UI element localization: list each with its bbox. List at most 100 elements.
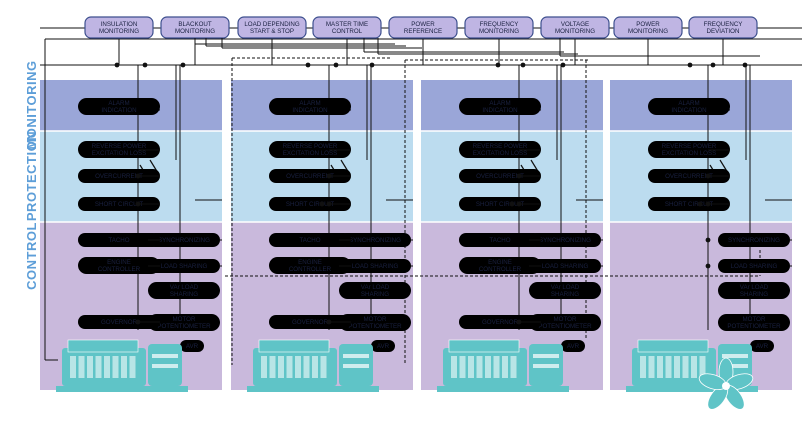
engine-head: [258, 339, 330, 353]
side-label-control: CONTROL: [24, 222, 39, 290]
panel-3-avr-box: AVR: [561, 340, 585, 352]
top-function-box-7-frame: [540, 16, 610, 39]
panel-3-motor-potentiometer-box-label: MOTOR: [554, 316, 577, 323]
top-function-box-9-label: DEVIATION: [707, 28, 740, 35]
panel-2-alarm-indication-frame: [269, 98, 351, 115]
engine-cylinder: [468, 356, 474, 378]
junction-dot: [333, 62, 339, 68]
junction-dot: [742, 62, 748, 68]
engine-base: [626, 386, 758, 392]
panel-2-var-load-sharing-box-label: SHARING: [361, 291, 389, 298]
panel-1-tacho-box: TACHO: [78, 233, 160, 247]
panel-3-tacho-box-label: TACHO: [489, 237, 510, 244]
panel-1-load-sharing-box-label: LOAD SHARING: [161, 263, 208, 270]
panel-2-motor-potentiometer-box-label: MOTOR: [364, 316, 387, 323]
panel-1-load-sharing-box-frame: [148, 259, 220, 273]
panel-2-reverse-power-box-frame: [269, 141, 351, 158]
panel-3-overcurrent-box-label: OVERCURRENT: [476, 173, 524, 180]
panel-2-engine-controller-box-label: CONTROLLER: [289, 266, 332, 273]
top-function-box-7-label: VOLTAGE: [561, 21, 589, 28]
panel-2-tacho-box: TACHO: [269, 233, 351, 247]
panel-2-tacho-box-label: TACHO: [299, 237, 320, 244]
panel-2-tacho-box-frame: [269, 233, 351, 247]
panel-4-reverse-power-box-label: REVERSE POWER: [662, 143, 717, 150]
engine-base: [437, 386, 569, 392]
junction-dot: [326, 319, 332, 325]
junction-dot: [687, 62, 693, 68]
panel-4-alarm-indication-frame: [648, 98, 730, 115]
engine-cylinder: [295, 356, 301, 378]
panel-4-gas-turbine-icon: [626, 339, 758, 392]
panel-4-avr-box: AVR: [750, 340, 774, 352]
engine-cylinder: [278, 356, 284, 378]
panel-4-avr-box-label: AVR: [756, 343, 769, 350]
engine-cylinder: [451, 356, 457, 378]
engine-cylinder: [493, 356, 500, 378]
panel-3-alarm-indication-label: ALARM: [489, 100, 510, 107]
panel-4-var-load-sharing-box-frame: [718, 282, 790, 299]
panel-4-motor-potentiometer-box-frame: [718, 314, 790, 331]
panel-3-load-sharing-box-label: LOAD SHARING: [542, 263, 589, 270]
panel-3-short-circuit-box: SHORT CIRCUIT: [459, 197, 541, 211]
top-function-box-8-label: POWER: [636, 21, 660, 28]
engine-cylinder: [476, 356, 483, 378]
propeller-hub: [722, 382, 730, 390]
panel-4-motor-potentiometer-box-label: MOTOR: [743, 316, 766, 323]
engine-base: [247, 386, 379, 392]
engine-cylinder: [269, 356, 276, 378]
panel-2-engine-controller-box-frame: [269, 257, 351, 274]
top-function-box-8-label: MONITORING: [628, 28, 668, 35]
panel-2-short-circuit-box-label: SHORT CIRCUIT: [286, 201, 334, 208]
panel-4-short-circuit-box: SHORT CIRCUIT: [648, 197, 730, 211]
panel-3-overcurrent-box: OVERCURRENT: [459, 169, 541, 183]
panel-1-alarm-indication-frame: [78, 98, 160, 115]
generator-vent: [722, 354, 748, 358]
panel-2-governor-box: GOVERNOR: [269, 315, 351, 329]
panel-1-governor-box-label: GOVERNOR: [101, 319, 138, 326]
panel-3-motor-potentiometer-box-frame: [529, 314, 601, 331]
panel-1-reverse-power-box-frame: [78, 141, 160, 158]
top-function-box-5-label: POWER: [411, 21, 435, 28]
panel-2-synchronizing-box-frame: [339, 233, 411, 247]
panel-2-reverse-power-box-label: EXCITATION LOSS: [283, 150, 337, 157]
engine-cylinder: [312, 356, 318, 378]
junction-dot: [369, 62, 375, 68]
panel-3-tacho-box: TACHO: [459, 233, 541, 247]
top-function-box-4-label: MASTER TIME: [326, 21, 368, 28]
engine-cylinder: [78, 356, 85, 378]
panel-1-motor-potentiometer-box-label: POTENTIOMETER: [157, 323, 211, 330]
panel-3-short-circuit-box-frame: [459, 197, 541, 211]
engine-cylinder: [648, 356, 655, 378]
panel-3-synchronizing-box-label: SYNCHRONIZING: [539, 237, 591, 244]
panel-2-avr-box-frame: [371, 340, 395, 352]
junction-dot: [697, 201, 703, 207]
panel-1-governor-box-frame: [78, 315, 160, 329]
top-function-box-8-frame: [613, 16, 683, 39]
junction-dot: [710, 62, 716, 68]
top-function-box-1-label: INSULATION: [101, 21, 138, 28]
panel-3-reverse-power-box-label: REVERSE POWER: [473, 143, 528, 150]
top-function-box-3-label: LOAD DEPENDING: [244, 21, 300, 28]
junction-dot: [705, 237, 711, 243]
engine-cylinder: [485, 356, 491, 378]
junction-dot: [705, 173, 711, 179]
panel-3-var-load-sharing-box-label: VAr LOAD: [551, 284, 580, 291]
panel-2-avr-box-label: AVR: [377, 343, 390, 350]
panel-4-load-sharing-box-label: LOAD SHARING: [731, 263, 778, 270]
junction-dot: [560, 62, 566, 68]
panel-1-governor-box: GOVERNOR: [78, 315, 160, 329]
panel-2-load-sharing-box-frame: [339, 259, 411, 273]
panel-2-governor-box-label: GOVERNOR: [292, 319, 329, 326]
panel-1-synchronizing-box-label: SYNCHRONIZING: [158, 237, 210, 244]
panel-3-alarm-indication-frame: [459, 98, 541, 115]
